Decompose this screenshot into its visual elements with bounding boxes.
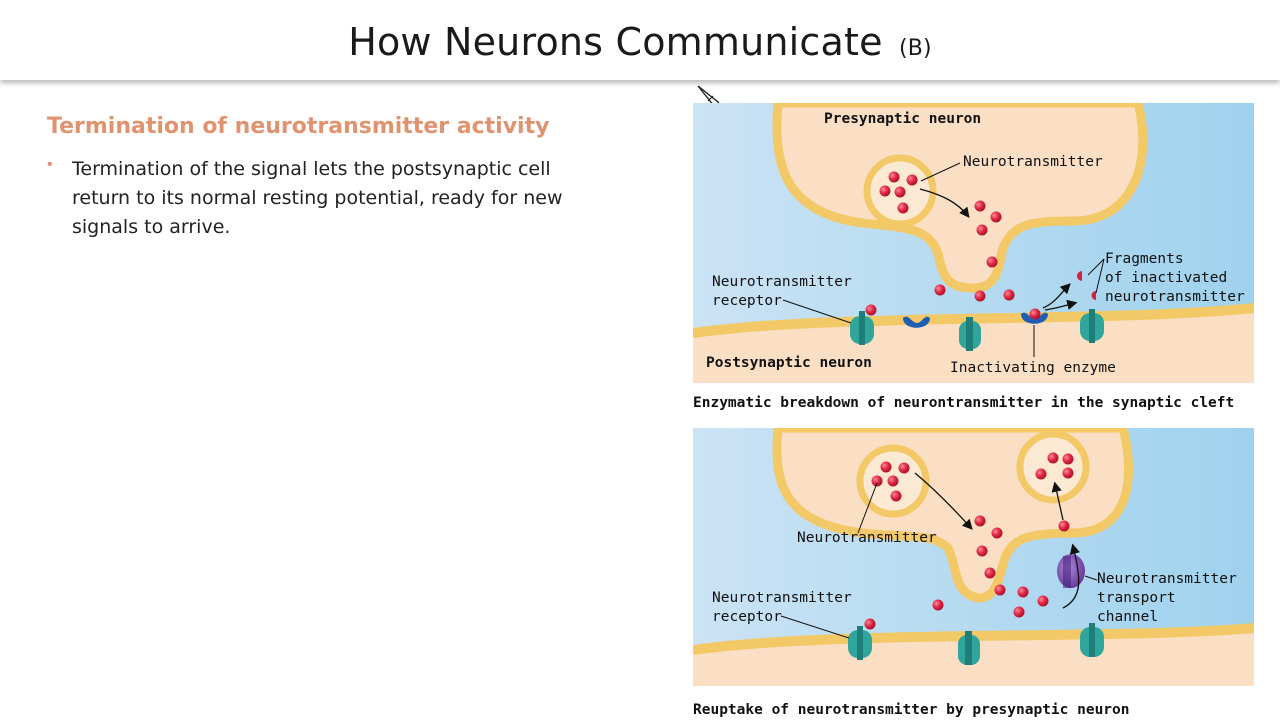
postsynaptic-neuron-label: Postsynaptic neuron xyxy=(706,355,872,371)
reuptake-illustration: Neurotransmitter Neurotransmitter transp… xyxy=(693,428,1254,686)
receptor-label-line2: receptor xyxy=(712,293,782,309)
inactivating-enzyme xyxy=(903,308,1048,328)
neurotransmitter-label: Neurotransmitter xyxy=(963,154,1103,170)
channel-label-line3: channel xyxy=(1097,609,1158,625)
section-heading: Termination of neurotransmitter activity xyxy=(47,114,550,139)
neurotransmitter-molecules xyxy=(865,171,1015,316)
slide-title-text: How Neurons Communicate xyxy=(348,20,883,64)
reuptake-figure: Neurotransmitter Neurotransmitter transp… xyxy=(693,428,1254,686)
enzymatic-breakdown-figure: Presynaptic neuron Neurotransmitter Frag… xyxy=(693,103,1254,383)
bullet-text: Termination of the signal lets the posts… xyxy=(72,158,563,238)
inactivating-enzyme-label: Inactivating enzyme xyxy=(950,360,1116,376)
neurotransmitter-transport-channel xyxy=(1057,554,1085,588)
receptor-label-line1: Neurotransmitter xyxy=(712,590,852,606)
fragments-label-line2: of inactivated xyxy=(1105,270,1227,286)
receptor-label-line2: receptor xyxy=(712,609,782,625)
presynaptic-terminal xyxy=(772,103,1148,293)
channel-label-line1: Neurotransmitter xyxy=(1097,571,1237,587)
receptor-label-line1: Neurotransmitter xyxy=(712,274,852,290)
neurotransmitter-label: Neurotransmitter xyxy=(797,530,937,546)
presynaptic-neuron-label: Presynaptic neuron xyxy=(824,111,981,127)
fragments-label-line3: neurotransmitter xyxy=(1105,289,1245,305)
figure2-caption: Reuptake of neurotransmitter by presynap… xyxy=(693,702,1130,718)
channel-label-line2: transport xyxy=(1097,590,1176,606)
fragments-label-line1: Fragments xyxy=(1105,251,1184,267)
recycled-vesicle xyxy=(1016,430,1090,504)
slide-title: How Neurons Communicate (B) xyxy=(0,20,1280,64)
neurotransmitter-receptor xyxy=(848,623,1104,665)
neurotransmitter-molecules xyxy=(864,452,1074,630)
neurotransmitter-receptor xyxy=(850,309,1104,351)
enzymatic-breakdown-illustration: Presynaptic neuron Neurotransmitter Frag… xyxy=(693,103,1254,383)
bullet-item: • Termination of the signal lets the pos… xyxy=(47,155,607,242)
slide-title-suffix: (B) xyxy=(898,36,932,61)
neurotransmitter-fragments xyxy=(1077,271,1096,300)
bullet-dot: • xyxy=(47,156,53,173)
figure1-caption: Enzymatic breakdown of neurontransmitter… xyxy=(693,395,1235,411)
title-bar: How Neurons Communicate (B) xyxy=(0,0,1280,80)
